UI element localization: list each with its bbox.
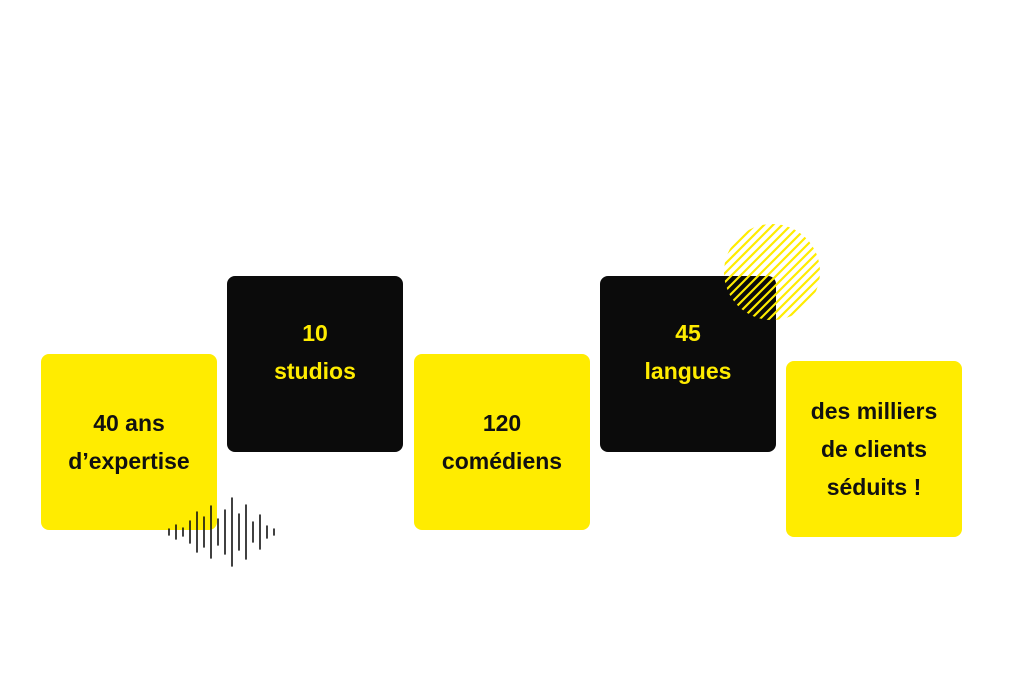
stat-card-line: des milliers	[810, 398, 938, 424]
stat-card-studios: 10 studios	[227, 276, 403, 452]
stripe-line	[783, 224, 820, 320]
stripe-line	[756, 224, 820, 320]
stat-card-line: 40 ans	[93, 410, 165, 436]
stripe-line	[765, 224, 820, 320]
stripe-line	[724, 224, 759, 320]
stat-card-line: langues	[644, 358, 732, 384]
stat-card-clients: des milliers de clients séduits !	[786, 361, 962, 537]
stripe-line	[724, 224, 768, 320]
stripe-line	[738, 224, 820, 320]
sound-waveform-icon	[168, 497, 275, 567]
stripe-line	[724, 224, 820, 320]
stat-card-line: 120	[482, 410, 522, 436]
stripe-line	[724, 224, 786, 320]
stat-card-expertise: 40 ans d’expertise	[41, 354, 217, 530]
stat-card-line: 45	[675, 320, 701, 346]
stat-card-line: de clients	[820, 436, 928, 462]
stat-card-line: d’expertise	[68, 448, 190, 474]
stat-card-line: comédiens	[441, 448, 563, 474]
diagonal-stripes-circle-icon	[724, 224, 820, 320]
stripe-line	[724, 224, 795, 320]
stripe-line	[774, 224, 820, 320]
stripe-line	[801, 224, 820, 320]
stat-card-line: séduits !	[826, 474, 922, 500]
stripe-line	[747, 224, 820, 320]
stripe-line	[819, 224, 820, 320]
stripe-line	[724, 224, 804, 320]
stat-card-line: 10	[302, 320, 328, 346]
stripe-line	[724, 224, 777, 320]
stat-card-comediens: 120 comédiens	[414, 354, 590, 530]
stat-card-line: studios	[274, 358, 356, 384]
